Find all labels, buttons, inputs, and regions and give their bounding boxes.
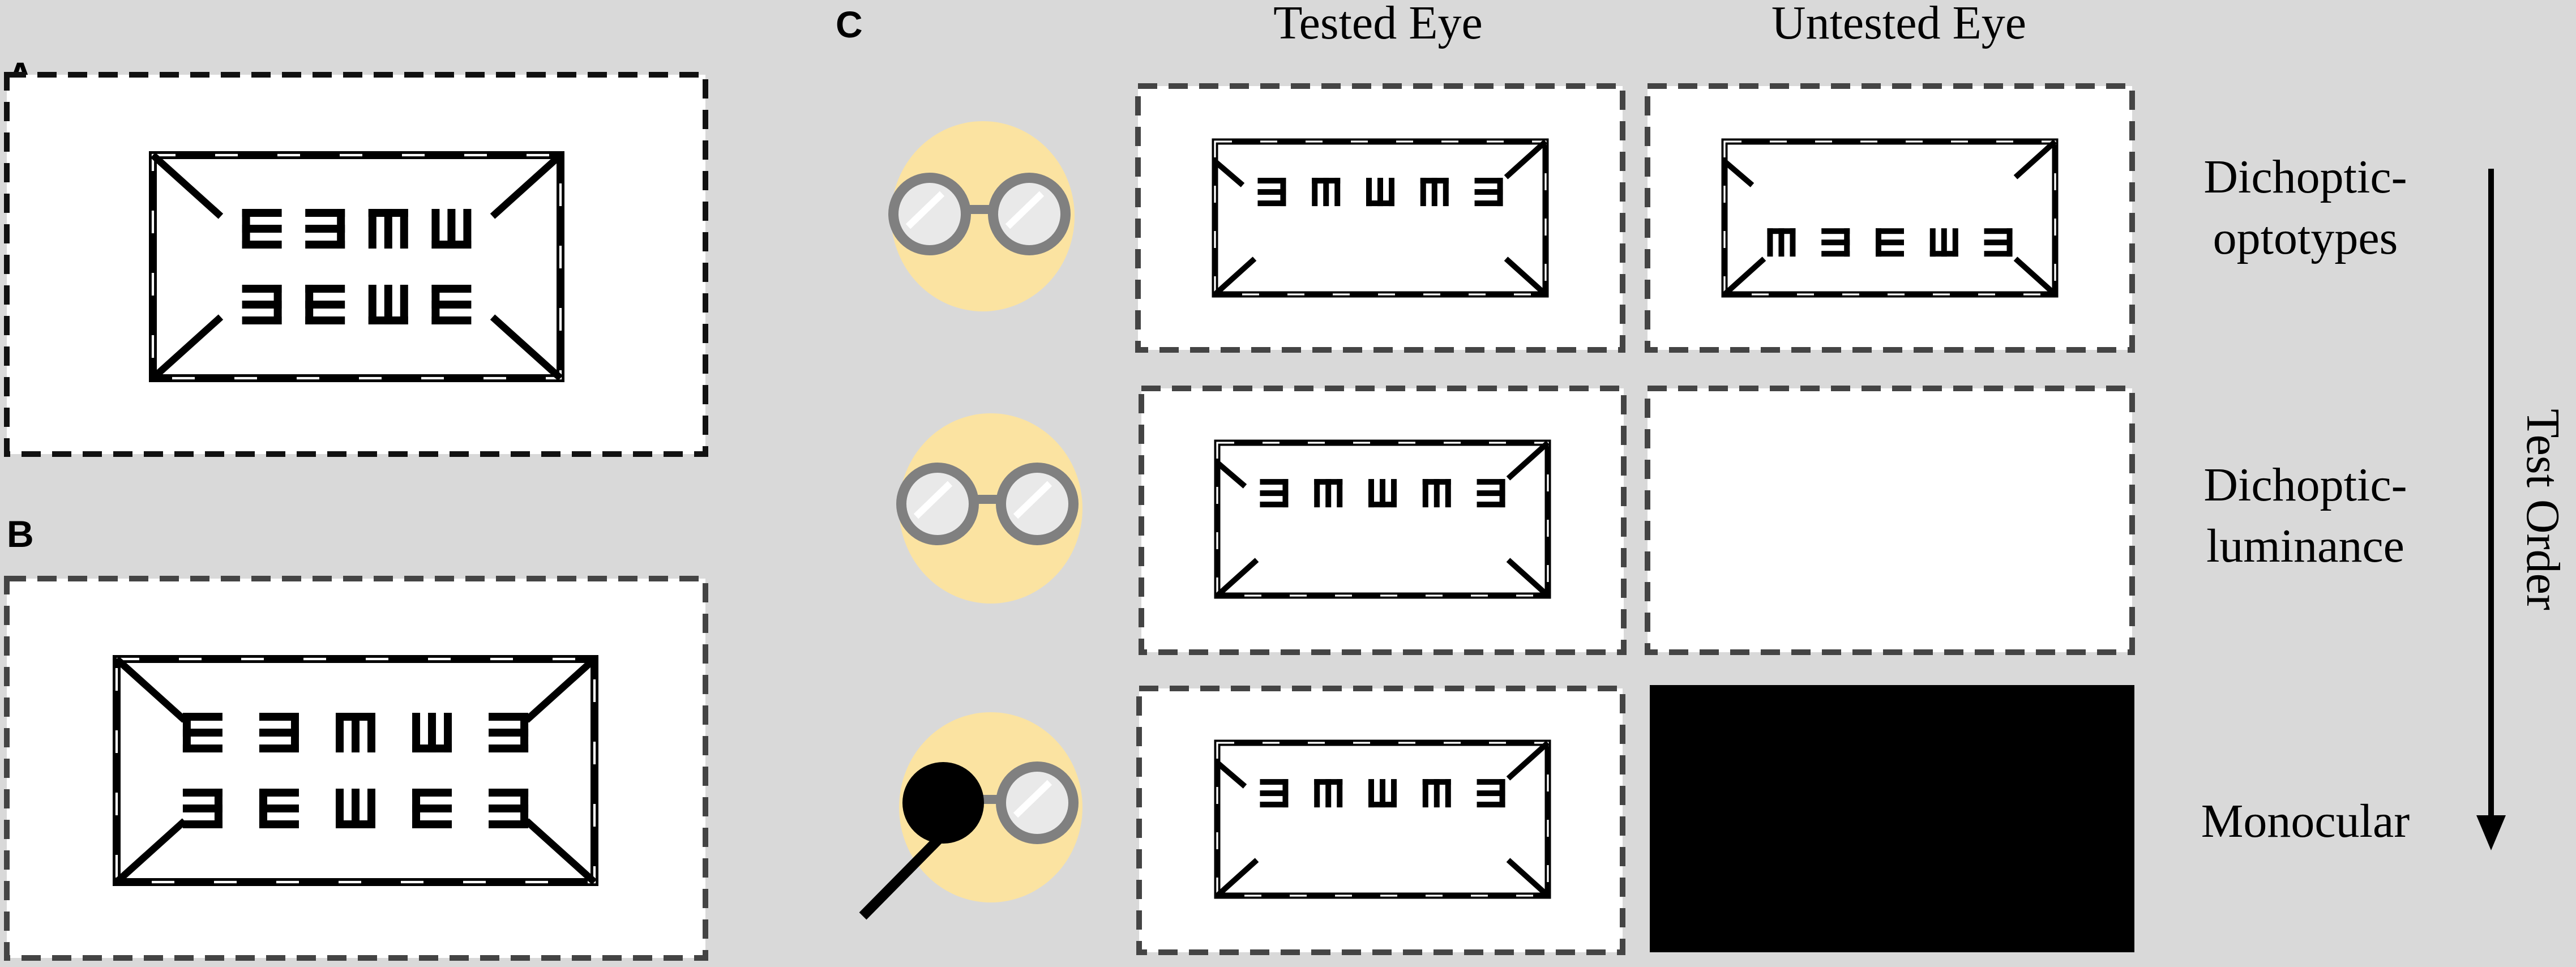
optotype-e-left xyxy=(1474,178,1503,207)
optotype-e-right xyxy=(431,284,472,324)
panel-a-chart xyxy=(149,151,564,382)
optotype-e-up xyxy=(1368,479,1397,508)
tested-eye-chart xyxy=(1214,439,1551,599)
optotype-e-down xyxy=(1312,178,1341,207)
glasses-icon xyxy=(979,761,1079,844)
optotype-e-right xyxy=(305,284,345,324)
untested-eye-occluded-display xyxy=(1650,685,2134,952)
optotype-e-up xyxy=(412,713,452,753)
chart-border-dashes xyxy=(151,153,562,380)
optotype-e-left xyxy=(1257,178,1286,207)
optotype-e-right xyxy=(242,209,282,249)
optotype-e-down xyxy=(336,713,375,753)
optotype-e-right xyxy=(259,788,299,828)
optotype-e-left xyxy=(489,713,529,753)
chart-border-dashes xyxy=(1216,442,1549,597)
optotype-e-down xyxy=(1420,178,1449,207)
face xyxy=(899,712,1082,902)
optotype-e-left xyxy=(1984,228,2013,257)
glasses-icon xyxy=(888,173,1071,255)
row-label-1-line1: Dichoptic- xyxy=(2203,151,2407,203)
row-dichoptic-luminance xyxy=(896,386,2135,655)
chart-border-dashes xyxy=(1214,140,1547,296)
optotype-e-down xyxy=(1422,779,1451,808)
optotype-e-left xyxy=(1477,479,1505,508)
column-header-tested-eye: Tested Eye xyxy=(1273,0,1483,49)
untested-eye-blank-display xyxy=(1645,386,2135,655)
corner-diagonals xyxy=(1722,139,2057,297)
optotype-e-down xyxy=(368,209,408,249)
optotype-e-down xyxy=(1314,779,1343,808)
panel-a-frame xyxy=(4,72,708,457)
optotype-e-left xyxy=(1260,779,1289,808)
panel-a xyxy=(4,72,708,457)
corner-diagonals xyxy=(114,656,597,885)
chart-border-dashes xyxy=(115,657,596,884)
chart-border-dashes xyxy=(1723,140,2056,296)
optotype-e-left xyxy=(489,788,529,828)
row-label-3: Monocular xyxy=(2201,795,2410,848)
untested-eye-chart xyxy=(1721,138,2059,298)
panel-b xyxy=(4,576,708,961)
row-label-2-line2: luminance xyxy=(2206,520,2404,572)
optotype-e-up xyxy=(368,284,408,324)
column-header-untested-eye: Untested Eye xyxy=(1771,0,2026,49)
optotype-e-down xyxy=(1767,228,1796,257)
corner-diagonals xyxy=(150,152,563,381)
tested-eye-display xyxy=(1139,386,1627,655)
test-order-arrow xyxy=(2476,169,2506,850)
corner-diagonals xyxy=(1213,139,1548,297)
optotype-e-right xyxy=(412,788,452,828)
panel-letter-b: B xyxy=(7,513,34,555)
row-label-1-line2: optotypes xyxy=(2213,212,2398,264)
optotype-e-right xyxy=(1876,228,1904,257)
corner-diagonals xyxy=(1215,741,1550,898)
row-monocular xyxy=(859,685,2134,955)
row-dichoptic-optotypes xyxy=(888,83,2135,353)
panel-letter-c: C xyxy=(836,3,863,45)
optotype-e-down xyxy=(1422,479,1451,508)
optotype-e-up xyxy=(1366,178,1394,207)
optotype-e-left xyxy=(1821,228,1850,257)
optotype-e-up xyxy=(431,209,472,249)
optotype-e-right xyxy=(182,713,222,753)
optotype-e-left xyxy=(259,713,299,753)
optotype-e-left xyxy=(242,284,282,324)
chart-border-dashes xyxy=(1216,742,1549,897)
glasses-icon xyxy=(896,463,1079,545)
optotype-e-left xyxy=(1477,779,1505,808)
panel-b-frame xyxy=(4,576,708,961)
test-order-label: Test Order xyxy=(2517,409,2569,610)
optotype-e-up xyxy=(336,788,375,828)
tested-eye-display xyxy=(1135,83,1625,353)
optotype-e-left xyxy=(305,209,345,249)
optotype-e-up xyxy=(1368,779,1397,808)
row-label-2-line1: Dichoptic- xyxy=(2203,459,2407,511)
panel-b-chart xyxy=(113,655,598,886)
optotype-e-up xyxy=(1929,228,1958,257)
tested-eye-chart xyxy=(1214,739,1551,899)
face xyxy=(899,413,1082,604)
untested-eye-display xyxy=(1645,83,2135,353)
face xyxy=(891,121,1075,311)
optotype-e-left xyxy=(1260,479,1289,508)
occluder-icon xyxy=(859,762,984,920)
tested-eye-chart xyxy=(1212,138,1549,298)
corner-diagonals xyxy=(1215,440,1550,598)
optotype-e-left xyxy=(182,788,222,828)
optotype-e-down xyxy=(1314,479,1343,508)
